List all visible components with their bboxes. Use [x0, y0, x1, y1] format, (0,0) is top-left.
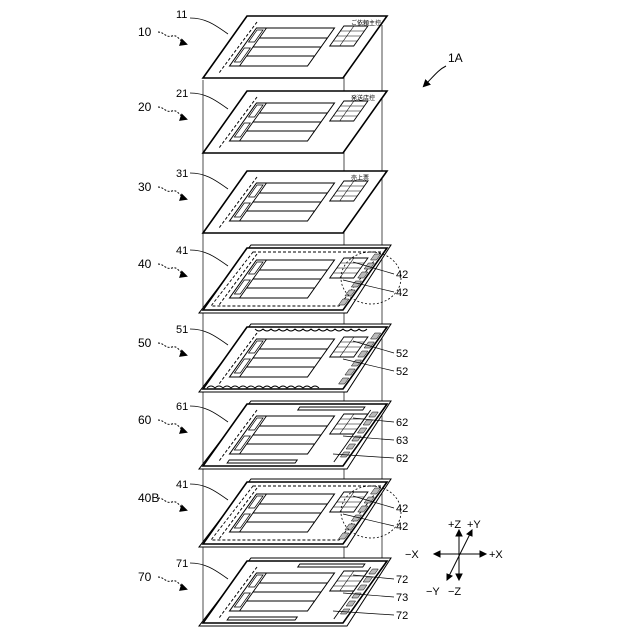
axes-labels: +Z +Y −X +X −Y −Z — [405, 519, 503, 598]
axis-minus-x: −X — [405, 549, 419, 561]
side-ref-label: 72 — [396, 610, 408, 622]
axis-minus-z: −Z — [448, 586, 461, 598]
layer-ref-label: 20 — [138, 100, 152, 114]
sheet-ref-leader — [190, 18, 228, 34]
axis-minus-y: −Y — [426, 586, 440, 598]
layer-ref-label: 10 — [138, 25, 152, 39]
layer-ref-label: 50 — [138, 336, 152, 350]
sheet-ref-label: 71 — [176, 558, 188, 570]
sheet-ref-label: 11 — [176, 9, 187, 21]
layer-ref-arrow — [158, 107, 186, 119]
layer-ref-arrow — [158, 187, 186, 199]
x-arrow-right — [480, 551, 486, 557]
sheet-ref-leader — [190, 93, 228, 109]
axis-plus-y: +Y — [467, 519, 481, 531]
x-arrow-left — [434, 551, 440, 557]
layer-50: 50 51 52 52 — [138, 324, 408, 392]
layer-ref-arrow — [158, 32, 186, 44]
bottom-strip — [227, 460, 297, 463]
sheet-ref-leader — [190, 250, 228, 266]
figure-label-arrow — [424, 66, 446, 86]
layer-ref-label: 40 — [138, 257, 152, 271]
top-strip — [298, 564, 365, 567]
side-ref-label: 62 — [396, 417, 408, 429]
figure-label: 1A — [448, 51, 463, 65]
sheet-ref-leader — [190, 173, 228, 189]
side-ref-label: 63 — [396, 435, 408, 447]
bottom-strip — [227, 617, 297, 620]
layer-ref-label: 30 — [138, 180, 152, 194]
layer-40b: 40B 41 42 42 — [138, 479, 408, 547]
sheet-ref-leader — [190, 563, 228, 579]
side-ref-label: 52 — [396, 366, 408, 378]
layer-ref-label: 60 — [138, 413, 152, 427]
layer-ref-arrow — [158, 498, 186, 510]
layer-20: 2021発送店控 — [138, 88, 387, 153]
side-ref-label: 52 — [396, 348, 408, 360]
side-ref-label: 72 — [396, 574, 408, 586]
layer-ref-arrow — [158, 343, 186, 355]
layer-30: 3031売上票 — [138, 168, 387, 233]
sheet-ref-leader — [190, 484, 228, 500]
sheet-ref-leader — [190, 406, 228, 422]
side-ref-label: 62 — [396, 453, 408, 465]
side-ref-label: 42 — [396, 269, 408, 281]
figure-label-group: 1A — [424, 51, 463, 86]
layer-40: 40 41 42 42 — [138, 245, 408, 313]
side-ref-label: 73 — [396, 592, 408, 604]
y-arrow-down — [447, 574, 452, 580]
layer-ref-arrow — [158, 420, 186, 432]
axis-plus-x: +X — [489, 549, 503, 561]
layer-60: 60 61 62 63 62 — [138, 401, 408, 469]
sheet-ref-label: 61 — [176, 401, 188, 413]
sheet-ref-label: 31 — [176, 168, 188, 180]
layer-ref-label: 40B — [138, 491, 159, 505]
layer-10: 1011ご依頼主控 — [138, 9, 387, 78]
layer-70: 70 71 72 73 72 — [138, 558, 408, 626]
layer-ref-arrow — [158, 264, 186, 276]
layer-ref-arrow — [158, 577, 186, 589]
sheet-ref-label: 41 — [176, 245, 188, 257]
top-strip — [298, 407, 365, 410]
sheet-ref-label: 51 — [176, 324, 188, 336]
sheet-ref-label: 21 — [176, 88, 188, 100]
axis-plus-z: +Z — [448, 519, 461, 531]
side-ref-label: 42 — [396, 503, 408, 515]
sheet-ref-label: 41 — [176, 479, 188, 491]
side-ref-label: 42 — [396, 287, 408, 299]
z-arrow-down — [456, 574, 462, 580]
layer-stack: 1011ご依頼主控2021発送店控3031売上票4041424250515252… — [138, 9, 408, 626]
layer-ref-label: 70 — [138, 570, 152, 584]
axes-indicator — [434, 530, 486, 580]
side-ref-label: 42 — [396, 521, 408, 533]
sheet-ref-leader — [190, 329, 228, 345]
